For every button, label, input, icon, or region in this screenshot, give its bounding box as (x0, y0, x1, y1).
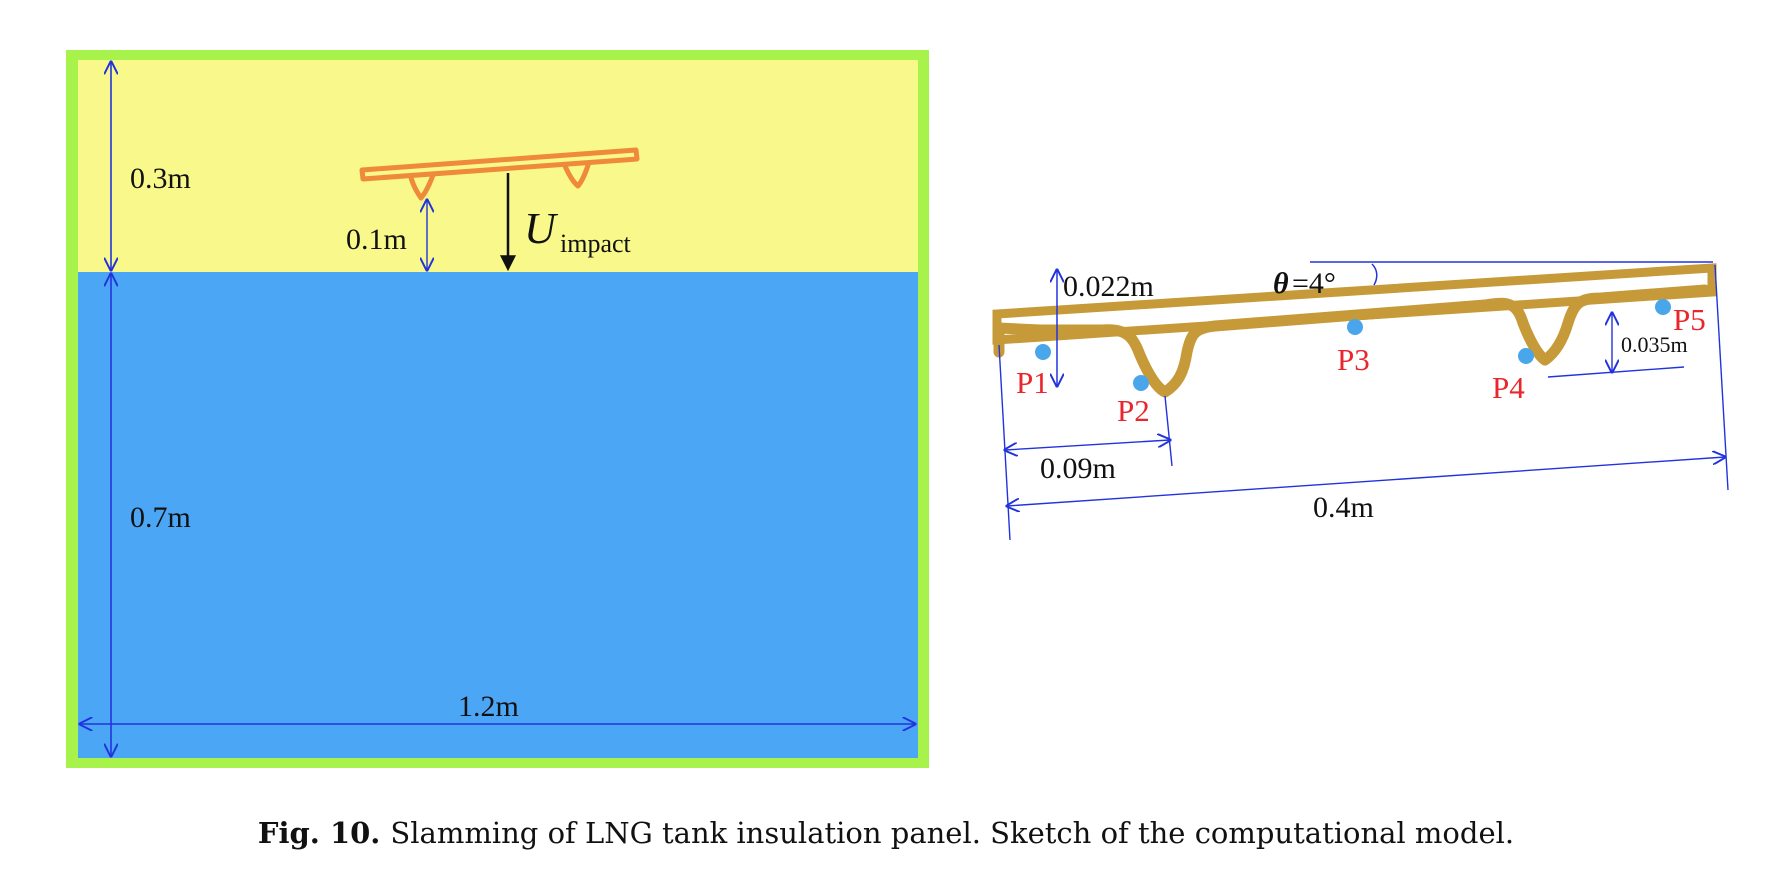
angle-symbol: θ (1273, 267, 1289, 300)
corrugation-depth-label: 0.035m (1621, 332, 1688, 357)
probe-label-p5: P5 (1673, 302, 1706, 337)
probe-p5 (1655, 299, 1671, 315)
panel-sketch: P1 P2 P3 P4 P5 0.022m θ =4° 0.035m 0.09m… (992, 261, 1729, 541)
figure-caption: Fig. 10. Slamming of LNG tank insulation … (0, 816, 1772, 850)
impact-velocity-symbol: U (524, 204, 559, 253)
angle-arc (1371, 263, 1378, 286)
impact-velocity-subscript: impact (560, 229, 632, 258)
corrugation-offset-label: 0.09m (1040, 452, 1116, 485)
probe-p3 (1347, 319, 1363, 335)
probe-p2 (1133, 375, 1149, 391)
figure-caption-text: Slamming of LNG tank insulation panel. S… (390, 816, 1515, 850)
corrugation-depth-extension (1547, 366, 1685, 378)
panel-top-plate (992, 263, 1717, 345)
probe-label-p1: P1 (1016, 365, 1049, 400)
probe-label-p3: P3 (1337, 342, 1370, 377)
air-height-label: 0.3m (130, 162, 191, 195)
domain-sketch: 0.3m 0.7m 1.2m 0.1m U impact (66, 50, 929, 768)
panel-length-label: 0.4m (1313, 491, 1374, 524)
angle-value: =4° (1292, 267, 1336, 300)
panel-left-extension (998, 344, 1011, 541)
drop-height-label: 0.1m (346, 223, 407, 256)
corrugation-offset-dimension (1005, 440, 1170, 450)
probe-label-p2: P2 (1117, 393, 1150, 428)
probe-p1 (1035, 344, 1051, 360)
corrugation-extension (1164, 395, 1173, 467)
probe-p4 (1518, 348, 1534, 364)
falling-panel (359, 147, 640, 201)
panel-length-dimension (1007, 457, 1725, 506)
water-height-label: 0.7m (130, 501, 191, 534)
probe-label-p4: P4 (1492, 370, 1525, 405)
thickness-label: 0.022m (1063, 270, 1154, 303)
figure-label: Fig. 10. (257, 816, 381, 850)
air-region (78, 60, 918, 272)
water-region (78, 272, 918, 758)
probe-markers (1035, 299, 1671, 391)
width-label: 1.2m (458, 690, 519, 723)
panel-right-extension (1714, 264, 1729, 491)
